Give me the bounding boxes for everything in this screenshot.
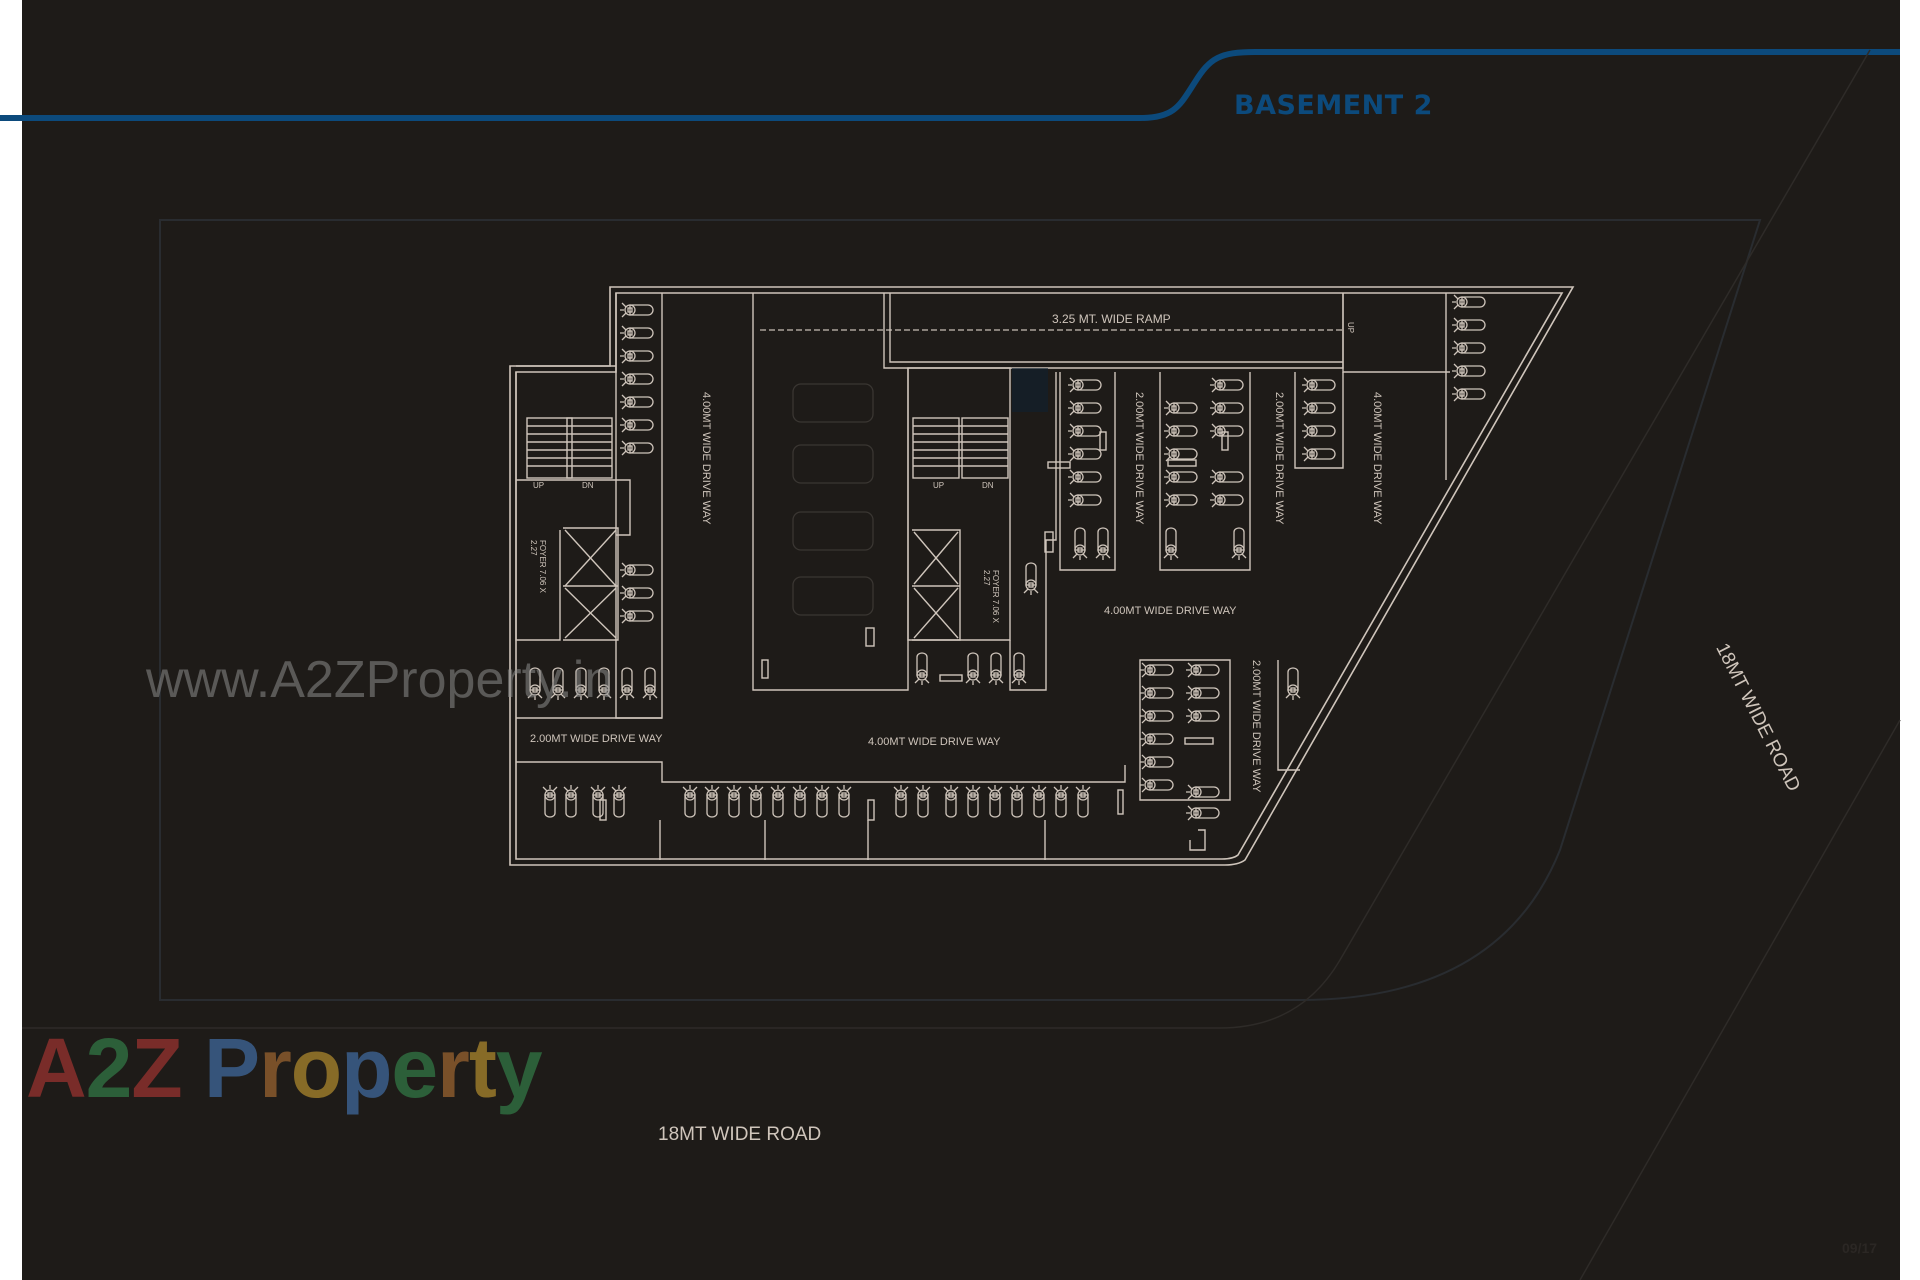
ramp-up-label: UP — [1346, 322, 1355, 334]
header-accent-line — [0, 49, 1900, 121]
logo-letter: p — [341, 1021, 392, 1115]
road-label-bottom: 18MT WIDE ROAD — [658, 1124, 822, 1145]
logo-letter: e — [391, 1021, 438, 1115]
drive-way-label: 2.00MT WIDE DRIVE WAY — [530, 733, 663, 745]
a2z-property-logo: A2Z Property — [26, 1020, 543, 1117]
logo-letter: r — [437, 1021, 470, 1115]
left-bike-bay — [615, 293, 663, 719]
drive-way-label: 4.00MT WIDE DRIVE WAY — [868, 736, 1001, 748]
ramp-label: 3.25 MT. WIDE RAMP — [1052, 312, 1171, 326]
drive-way-label: 4.00MT WIDE DRIVE WAY — [1104, 605, 1237, 617]
stair-up-label: UP — [933, 481, 945, 490]
foyer-label: FOYER 7.06 X 2.27 — [982, 570, 1000, 623]
car-outlines — [792, 383, 874, 616]
logo-space — [182, 1021, 204, 1115]
left-staircase — [526, 417, 613, 479]
logo-letter: P — [204, 1021, 260, 1115]
logo-letter: o — [290, 1021, 342, 1115]
drive-way-label: 4.00MT WIDE DRIVE WAY — [700, 392, 712, 525]
stair-dn-label: DN — [582, 481, 594, 490]
page-title: BASEMENT 2 — [1234, 90, 1433, 121]
drive-way-label: 2.00MT WIDE DRIVE WAY — [1133, 392, 1145, 525]
site-boundary — [159, 219, 1762, 1001]
logo-letter: r — [259, 1021, 292, 1115]
logo-letter: Z — [131, 1021, 182, 1115]
right-staircase — [912, 417, 1009, 479]
road-edges — [22, 49, 1901, 1280]
stair-dn-label: DN — [982, 481, 994, 490]
page-edge — [1900, 0, 1920, 1280]
building-outline — [509, 286, 1575, 866]
drive-way-label: 2.00MT WIDE DRIVE WAY — [1273, 392, 1285, 525]
motorcycle-icons — [527, 294, 1486, 821]
drive-way-label: 4.00MT WIDE DRIVE WAY — [1371, 392, 1383, 525]
logo-letter: 2 — [85, 1021, 133, 1115]
drive-way-label: 2.00MT WIDE DRIVE WAY — [1250, 660, 1262, 793]
logo-letter: A — [26, 1021, 87, 1115]
website-watermark: www.A2ZProperty.in — [146, 651, 614, 709]
page-number: 09/17 — [1842, 1240, 1878, 1256]
logo-letter: y — [495, 1021, 543, 1115]
logo-letter: t — [468, 1021, 497, 1115]
stair-up-label: UP — [533, 481, 545, 490]
foyer-label: FOYER 7.06 X 2.27 — [529, 540, 547, 593]
